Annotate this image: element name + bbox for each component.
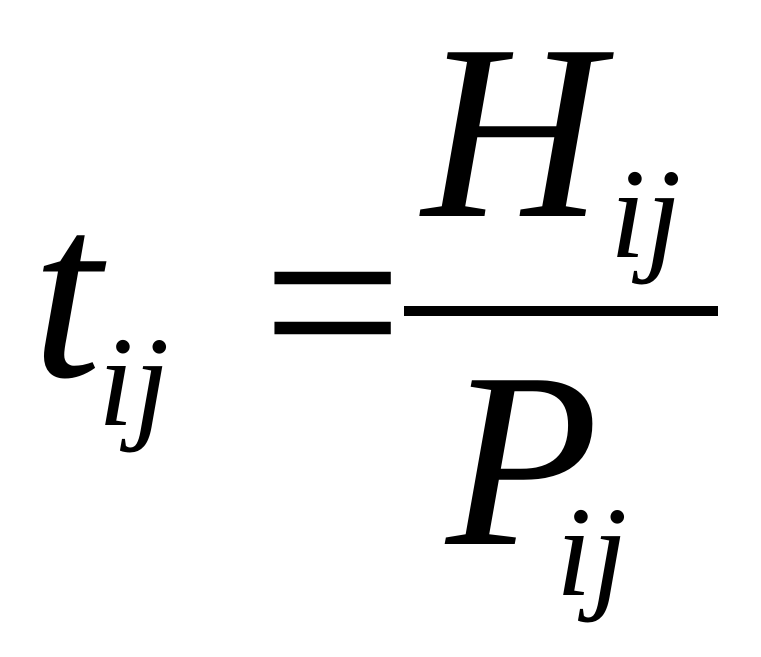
- numerator-variable-h: H: [422, 0, 603, 271]
- numerator-subscript: ij: [610, 143, 682, 285]
- fraction-bar: [404, 306, 718, 316]
- equals-sign: =: [262, 164, 403, 441]
- denominator-variable-p: P: [446, 322, 599, 599]
- lhs-subscript: ij: [98, 311, 170, 453]
- lhs-variable-t: t: [32, 154, 102, 431]
- denominator-subscript: ij: [556, 481, 628, 623]
